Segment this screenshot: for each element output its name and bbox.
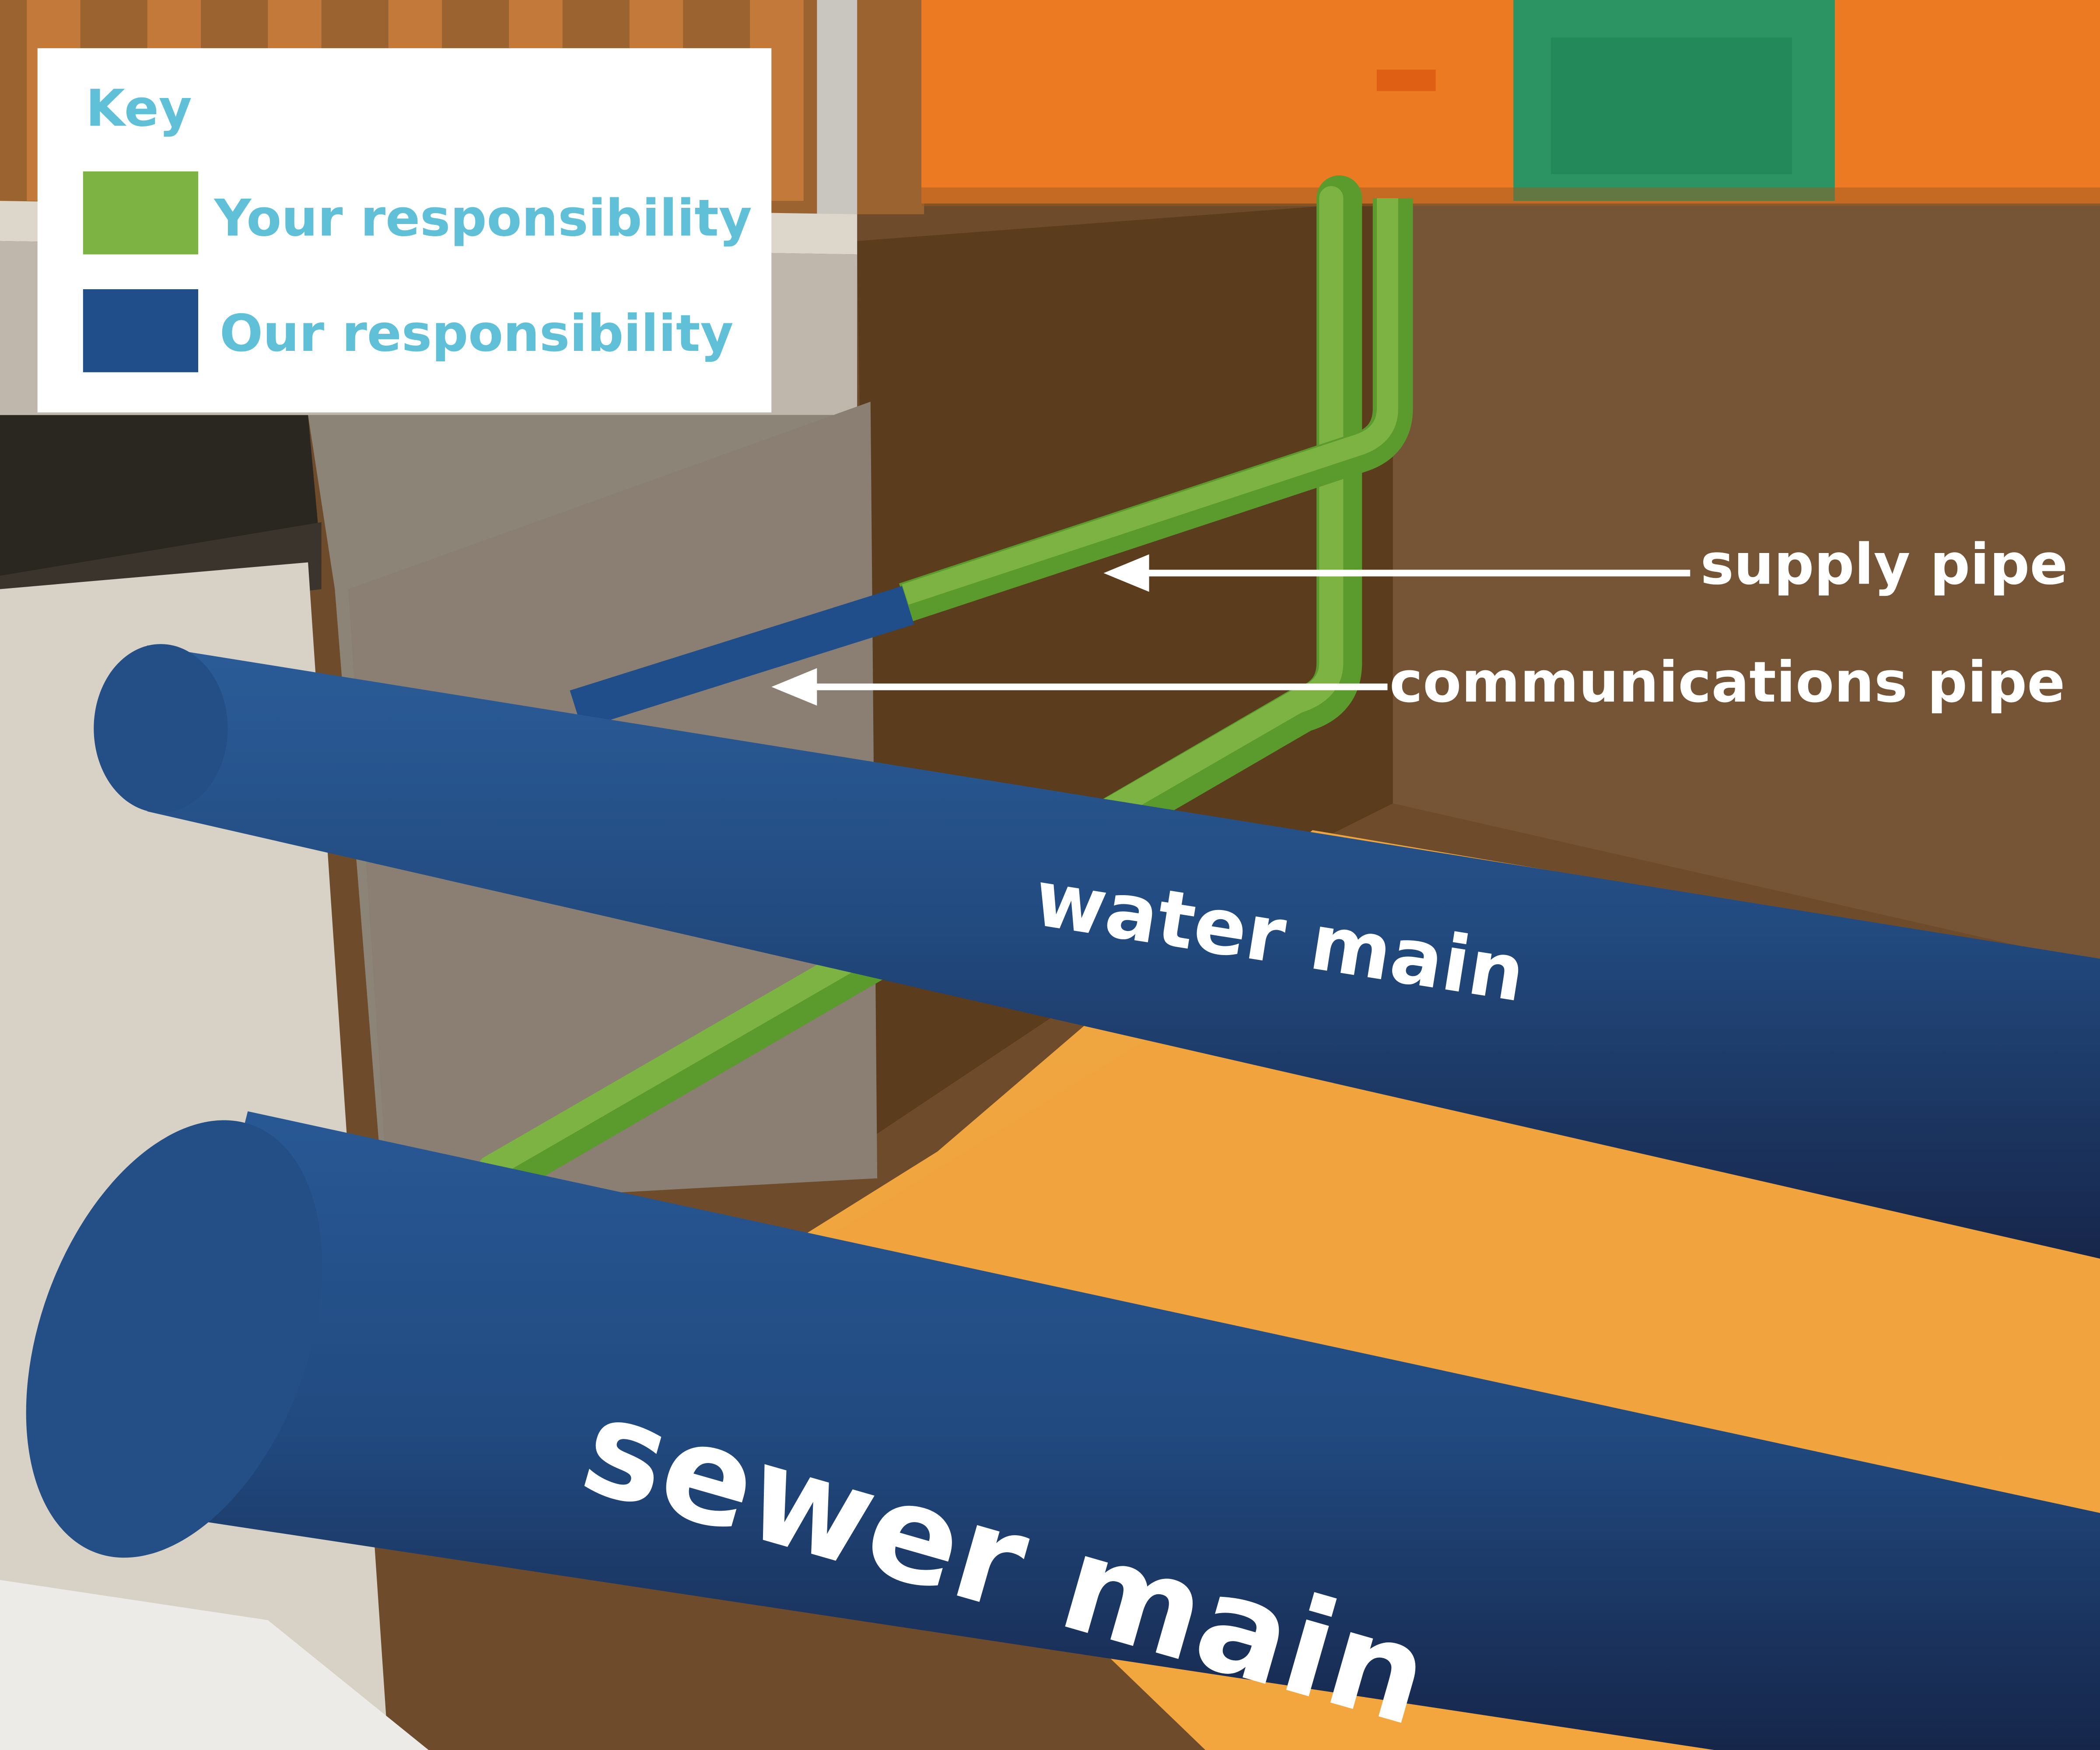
- house-wall: [921, 0, 2100, 206]
- legend-label-our-responsibility: Our responsibility: [220, 304, 733, 363]
- supply-pipe-label: supply pipe: [1700, 532, 2068, 597]
- communications-pipe: [570, 586, 914, 729]
- legend-label-your-responsibility: Your responsibility: [214, 189, 752, 248]
- supply-pipe: [899, 198, 1413, 622]
- legend-title: Key: [86, 79, 192, 138]
- legend-swatch-your-responsibility: [83, 171, 199, 255]
- communications-pipe-arrow: [771, 668, 1388, 706]
- supply-pipe-arrow: [1103, 554, 1690, 592]
- legend: Key Your responsibility Our responsibili…: [37, 48, 772, 413]
- sewer-main: [26, 1111, 2100, 1750]
- legend-swatch-our-responsibility: [83, 289, 199, 372]
- communications-pipe-label: communications pipe: [1390, 650, 2065, 715]
- water-main: [94, 644, 2100, 1259]
